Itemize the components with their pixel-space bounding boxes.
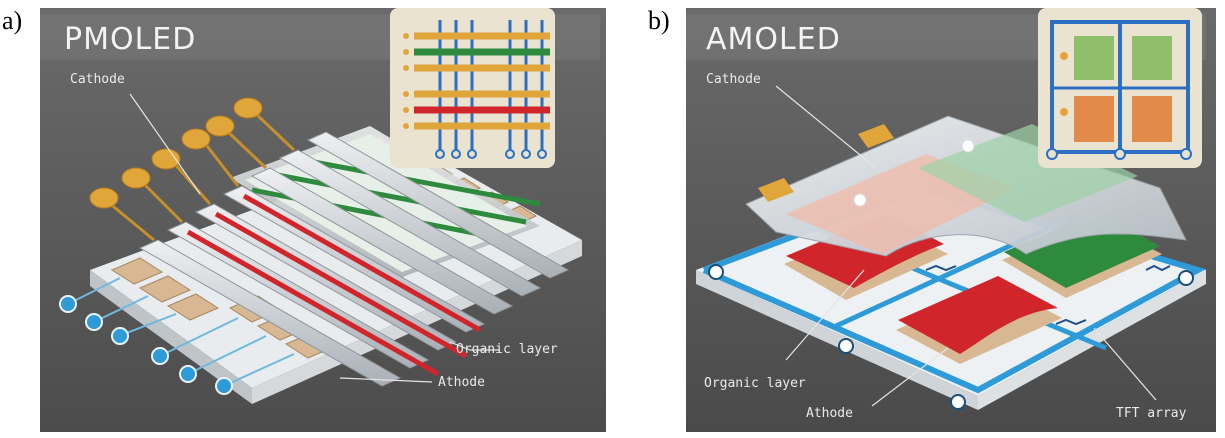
amoled-organic-label: Organic layer: [704, 376, 806, 391]
amoled-leader-lines: [775, 85, 1157, 407]
pmoled-blue-contacts: [59, 277, 295, 395]
pmoled-panel: PMOLED Cathode Organic layer Athode: [40, 8, 606, 432]
amoled-cathode-label: Cathode: [706, 72, 761, 87]
amoled-tft-label: TFT array: [1116, 406, 1187, 421]
amoled-anode-label: Athode: [806, 406, 853, 421]
pmoled-gold-contacts: [89, 97, 296, 242]
amoled-inset-schematic: [1038, 8, 1202, 168]
amoled-title: AMOLED: [706, 22, 841, 57]
pmoled-illustration: [40, 8, 606, 432]
pmoled-title: PMOLED: [64, 22, 197, 57]
pmoled-leader-lines: [129, 93, 500, 383]
panel-b-letter: b): [648, 6, 670, 35]
amoled-illustration: [686, 8, 1216, 432]
amoled-cathode-sheet: [745, 115, 1187, 257]
amoled-panel: AMOLED Cathode Organic layer Athode TFT …: [686, 8, 1216, 432]
panel-a-letter: a): [2, 6, 23, 35]
amoled-red-pixel-2: [898, 276, 1058, 354]
pmoled-organic-label: Organic layer: [456, 342, 558, 357]
pmoled-anode-label: Athode: [438, 375, 485, 390]
pmoled-inset-schematic: [390, 8, 555, 168]
pmoled-red-strips: [186, 193, 482, 377]
pmoled-cathode-label: Cathode: [70, 72, 125, 87]
